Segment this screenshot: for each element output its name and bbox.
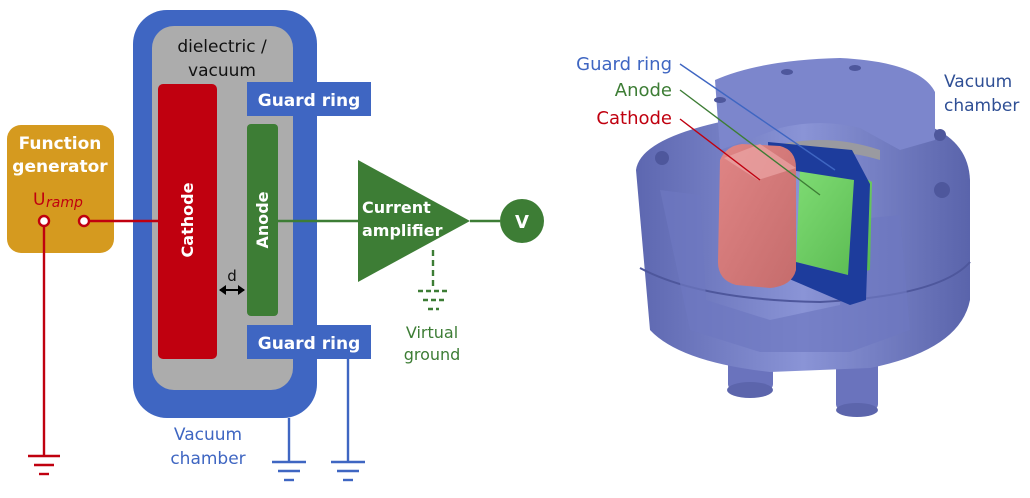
u-ramp-subscript: ramp bbox=[46, 195, 83, 211]
virtual-ground-label-2: ground bbox=[404, 345, 461, 364]
pin-right-base bbox=[836, 403, 878, 417]
dielectric-label: dielectric / bbox=[177, 37, 267, 57]
leader-guard-ring bbox=[679, 63, 836, 171]
guard-ring-bottom-label: Guard ring bbox=[258, 334, 360, 354]
leader-anode bbox=[679, 89, 821, 196]
ground-symbol-guard bbox=[331, 460, 365, 482]
body-hole-1 bbox=[655, 151, 669, 165]
render-cathode-label: Cathode bbox=[596, 108, 672, 129]
amplifier-label-2: amplifier bbox=[362, 221, 443, 240]
render-vacuum-chamber-label-2: chamber bbox=[944, 96, 1019, 116]
cathode-electrode bbox=[158, 84, 217, 359]
render-guard-ring-label: Guard ring bbox=[576, 54, 672, 75]
terminal-left bbox=[37, 214, 51, 228]
body-hole-3 bbox=[934, 129, 946, 141]
flange-hole-3 bbox=[714, 97, 726, 103]
anode-electrode bbox=[247, 124, 278, 316]
vacuum-chamber-label-2: chamber bbox=[170, 449, 245, 469]
gap-arrow-head-left bbox=[219, 285, 226, 295]
gap-label: d bbox=[227, 267, 237, 285]
render-cathode bbox=[718, 144, 796, 288]
chamber-cutaway bbox=[660, 190, 910, 352]
voltmeter bbox=[500, 199, 544, 243]
guard-ring-top bbox=[247, 82, 371, 116]
u-ramp-label: U bbox=[33, 190, 45, 210]
virtual-ground-label: Virtual bbox=[406, 323, 458, 342]
vacuum-chamber-label: Vacuum bbox=[174, 425, 242, 445]
ground-symbol-virtual bbox=[418, 289, 449, 311]
anode-label: Anode bbox=[253, 191, 272, 248]
current-amplifier-triangle bbox=[358, 160, 470, 282]
amplifier-label: Current bbox=[362, 198, 431, 217]
pin-left-base bbox=[727, 382, 773, 398]
render-anode-label: Anode bbox=[615, 80, 672, 101]
guard-ring-bottom bbox=[247, 325, 371, 359]
ground-symbol-red bbox=[28, 454, 60, 476]
leader-cathode bbox=[679, 118, 761, 181]
flange-hole-1 bbox=[781, 69, 793, 75]
render-vacuum-chamber-label: Vacuum bbox=[944, 72, 1012, 92]
flange-hole-2 bbox=[849, 65, 861, 71]
chamber-top-flange bbox=[715, 58, 935, 150]
function-generator-label-2: generator bbox=[12, 157, 108, 177]
ground-symbol-chamber bbox=[272, 460, 306, 482]
body-hole-2 bbox=[934, 182, 950, 198]
render-cathode-top bbox=[724, 144, 796, 180]
function-generator-label: Function bbox=[19, 134, 102, 154]
terminal-right bbox=[77, 214, 91, 228]
gap-arrow-head-right bbox=[238, 285, 245, 295]
render-illustration: Guard ring Anode Cathode Vacuum chamber bbox=[576, 54, 1019, 417]
dielectric-label-2: vacuum bbox=[188, 61, 256, 81]
guard-ring-top-label: Guard ring bbox=[258, 91, 360, 111]
schematic: dielectric / vacuum Cathode Anode Guard … bbox=[7, 10, 544, 482]
voltmeter-label: V bbox=[515, 212, 529, 233]
cathode-label: Cathode bbox=[178, 182, 197, 257]
